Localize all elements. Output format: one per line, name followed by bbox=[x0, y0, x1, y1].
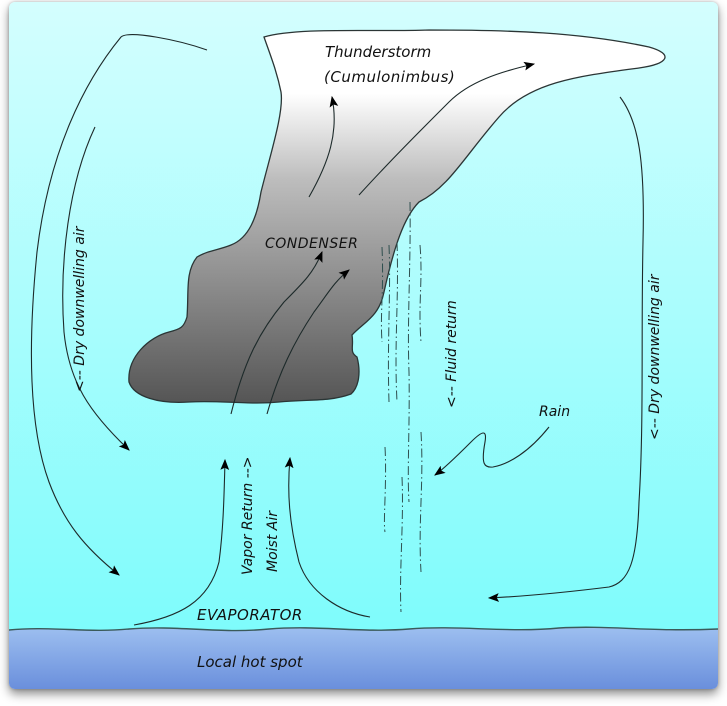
label-condenser: CONDENSER bbox=[265, 236, 358, 252]
label-moist-air: Moist Air bbox=[265, 510, 281, 572]
rain-arrow bbox=[434, 426, 550, 476]
updraft-anvil-left-arrow bbox=[308, 95, 339, 198]
label-cumulonimbus: (Cumulonimbus) bbox=[324, 68, 455, 86]
dry-air-left-inner-arrow bbox=[62, 126, 130, 451]
updraft-anvil-right-arrow bbox=[358, 61, 536, 196]
label-dry-air-left: <-- Dry downwelling air bbox=[72, 225, 88, 392]
ground-hot-spot bbox=[9, 627, 718, 689]
label-evaporator: EVAPORATOR bbox=[197, 606, 303, 624]
diagram-svg: Thunderstorm (Cumulonimbus) CONDENSER Ra… bbox=[9, 2, 718, 689]
rain-streaks bbox=[380, 201, 423, 613]
dry-air-left-outer-arrow bbox=[30, 34, 208, 576]
label-vapor-return: Vapor Return --> bbox=[240, 456, 256, 575]
evaporator-left-arrow bbox=[133, 458, 230, 626]
label-local-hot-spot: Local hot spot bbox=[197, 653, 304, 671]
diagram-canvas: Thunderstorm (Cumulonimbus) CONDENSER Ra… bbox=[9, 2, 718, 689]
evaporator-right-arrow bbox=[284, 456, 371, 618]
label-dry-air-right: <-- Dry downwelling air bbox=[647, 273, 663, 440]
updraft-condenser-right-arrow bbox=[266, 269, 350, 415]
label-rain: Rain bbox=[539, 404, 570, 420]
cumulonimbus-cloud bbox=[128, 29, 666, 404]
dry-air-right-arrow bbox=[487, 96, 644, 602]
ground-surface-line bbox=[9, 626, 718, 632]
updraft-condenser-left-arrow bbox=[230, 250, 323, 415]
label-thunderstorm: Thunderstorm bbox=[325, 43, 431, 61]
label-fluid-return: <-- Fluid return bbox=[444, 300, 460, 408]
